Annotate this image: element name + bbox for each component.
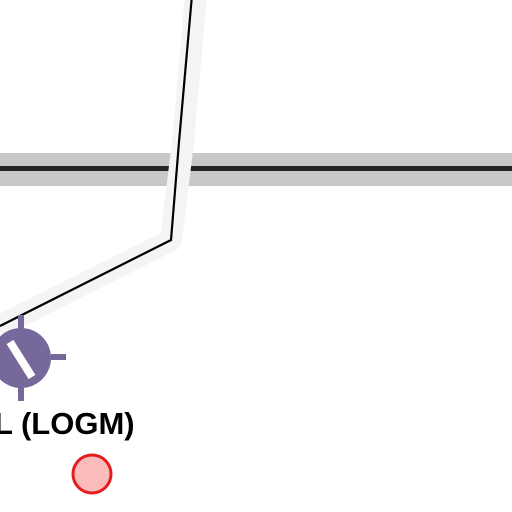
vor-compass-rose-icon[interactable] [0, 315, 66, 401]
waypoint-circle-icon[interactable] [71, 453, 113, 495]
runway-centerline [0, 166, 512, 171]
airport-label: L (LOGM) [0, 406, 135, 441]
route-line [0, 0, 193, 327]
vor-needle [6, 339, 36, 380]
route [0, 0, 207, 337]
runway [0, 153, 512, 186]
vor-body [0, 328, 51, 388]
